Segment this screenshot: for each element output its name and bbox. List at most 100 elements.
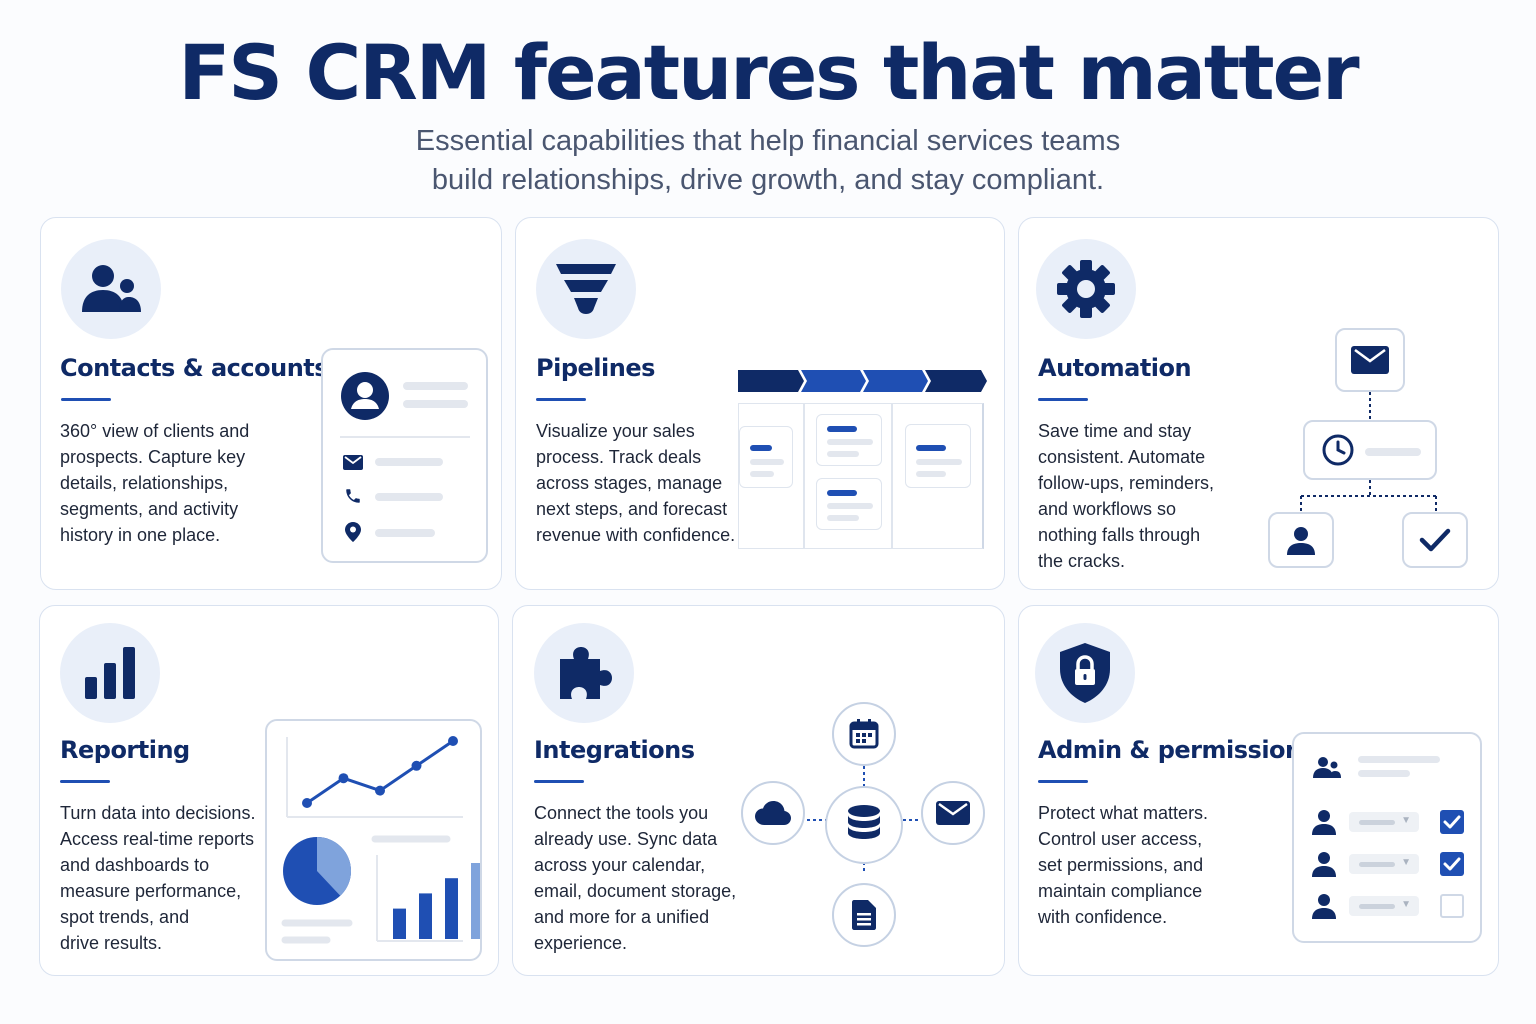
chevron-down-icon: ▼ bbox=[1401, 899, 1411, 910]
user-icon bbox=[1312, 894, 1336, 919]
trend-point bbox=[411, 760, 422, 771]
permission-checkbox[interactable] bbox=[1440, 852, 1464, 876]
trend-point bbox=[338, 773, 349, 784]
card-icon-circle bbox=[60, 623, 160, 723]
deal-card[interactable] bbox=[739, 426, 793, 488]
card-integrations: Integrations Connect the tools you alrea… bbox=[512, 605, 1005, 976]
deal-card[interactable] bbox=[816, 414, 882, 466]
checkmark-icon bbox=[1443, 857, 1461, 871]
assign-user-node[interactable] bbox=[1268, 512, 1334, 568]
pipeline-stage-arrows bbox=[738, 370, 987, 392]
location-pin-icon bbox=[345, 522, 361, 542]
permission-checkbox[interactable] bbox=[1440, 810, 1464, 834]
user-icon bbox=[1312, 852, 1336, 877]
placeholder-line bbox=[1358, 770, 1410, 777]
card-description: 360° view of clients and prospects. Capt… bbox=[60, 421, 250, 545]
placeholder-line bbox=[1365, 448, 1421, 456]
gear-icon bbox=[1057, 260, 1115, 318]
card-reporting: Reporting Turn data into decisions. Acce… bbox=[39, 605, 499, 976]
card-admin-permissions: Admin & permissions Protect what matters… bbox=[1018, 605, 1499, 976]
title-underline bbox=[534, 780, 584, 783]
pipeline-board bbox=[738, 403, 984, 549]
permission-checkbox[interactable] bbox=[1440, 894, 1464, 918]
deal-card[interactable] bbox=[816, 478, 882, 530]
placeholder-line bbox=[375, 458, 443, 466]
placeholder-line bbox=[403, 382, 468, 390]
user-icon bbox=[1287, 527, 1315, 555]
bar bbox=[445, 878, 458, 939]
phone-icon bbox=[346, 489, 360, 503]
card-title: Contacts & accounts bbox=[60, 354, 329, 382]
complete-task-node[interactable] bbox=[1402, 512, 1468, 568]
card-icon-circle bbox=[534, 623, 634, 723]
page-title: FS CRM features that matter bbox=[178, 28, 1359, 117]
puzzle-icon bbox=[560, 647, 612, 699]
email-node[interactable] bbox=[921, 781, 985, 845]
bar bbox=[471, 863, 480, 939]
cloud-storage-node[interactable] bbox=[741, 781, 805, 845]
calendar-node[interactable] bbox=[832, 702, 896, 766]
card-title: Integrations bbox=[534, 736, 695, 764]
clock-icon bbox=[1322, 434, 1354, 466]
chevron-down-icon: ▼ bbox=[1401, 815, 1411, 826]
report-dashboard-mockup bbox=[265, 719, 482, 961]
chevron-down-icon: ▼ bbox=[1401, 857, 1411, 868]
title-underline bbox=[61, 398, 111, 401]
pie-slice-minor bbox=[317, 837, 351, 896]
contact-profile-mockup bbox=[321, 348, 488, 563]
column-divider bbox=[803, 404, 805, 548]
deal-card[interactable] bbox=[905, 424, 971, 488]
database-hub-node bbox=[825, 786, 903, 864]
envelope-icon bbox=[343, 455, 363, 470]
envelope-icon bbox=[936, 801, 970, 825]
bar bbox=[393, 908, 406, 939]
permissions-panel-mockup: ▼ ▼ ▼ bbox=[1292, 732, 1482, 943]
checkmark-icon bbox=[1419, 528, 1451, 552]
users-icon bbox=[82, 265, 141, 312]
role-dropdown[interactable]: ▼ bbox=[1349, 854, 1419, 874]
card-contacts-accounts: Contacts & accounts 360° view of clients… bbox=[40, 217, 502, 590]
permission-row: ▼ bbox=[1294, 848, 1480, 878]
title-underline bbox=[1038, 780, 1088, 783]
card-description: Connect the tools you already use. Sync … bbox=[534, 803, 737, 953]
envelope-icon bbox=[1351, 346, 1389, 374]
calendar-icon bbox=[849, 719, 879, 749]
document-icon bbox=[852, 900, 876, 930]
placeholder-line bbox=[1358, 756, 1440, 763]
permission-row: ▼ bbox=[1294, 890, 1480, 920]
role-dropdown[interactable]: ▼ bbox=[1349, 896, 1419, 916]
avatar-icon bbox=[341, 372, 389, 420]
title-underline bbox=[60, 780, 110, 783]
card-automation: Automation Save time and stay consistent… bbox=[1018, 217, 1499, 590]
placeholder-line bbox=[375, 529, 435, 537]
card-description: Turn data into decisions. Access real-ti… bbox=[60, 803, 256, 953]
report-charts bbox=[281, 736, 480, 944]
bar-chart-icon bbox=[85, 647, 135, 699]
role-dropdown[interactable]: ▼ bbox=[1349, 812, 1419, 832]
document-node[interactable] bbox=[832, 883, 896, 947]
card-title: Pipelines bbox=[536, 354, 655, 382]
title-underline bbox=[536, 398, 586, 401]
delay-node[interactable] bbox=[1303, 420, 1437, 480]
trend-point bbox=[302, 798, 312, 808]
shield-lock-icon bbox=[1060, 643, 1110, 703]
database-icon bbox=[848, 805, 880, 839]
cloud-icon bbox=[755, 801, 791, 825]
divider bbox=[340, 436, 470, 438]
card-description: Visualize your sales process. Track deal… bbox=[536, 421, 736, 545]
card-icon-circle bbox=[61, 239, 161, 339]
workflow-connectors bbox=[1300, 392, 1437, 512]
permission-row: ▼ bbox=[1294, 806, 1480, 836]
card-description: Save time and stay consistent. Automate … bbox=[1038, 421, 1215, 571]
email-trigger-node[interactable] bbox=[1335, 328, 1405, 392]
bar bbox=[419, 893, 432, 939]
users-icon bbox=[1313, 757, 1341, 778]
column-divider bbox=[891, 404, 893, 548]
card-icon-circle bbox=[1035, 623, 1135, 723]
card-title: Reporting bbox=[60, 736, 190, 764]
user-icon bbox=[1312, 810, 1336, 835]
card-title: Automation bbox=[1038, 354, 1192, 382]
card-title: Admin & permissions bbox=[1038, 736, 1316, 764]
checkmark-icon bbox=[1443, 815, 1461, 829]
placeholder-line bbox=[375, 493, 443, 501]
